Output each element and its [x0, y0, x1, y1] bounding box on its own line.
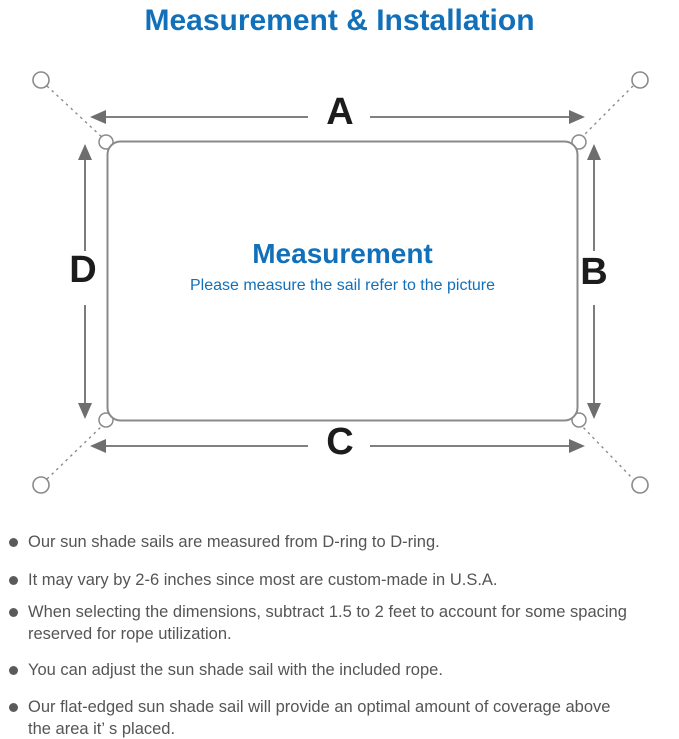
dimension-label-b: B [580, 251, 608, 293]
corner-d-ring-icon-bottom-left [98, 412, 114, 428]
dimension-label-c: C [326, 421, 354, 463]
note-line: It may vary by 2-6 inches since most are… [28, 571, 498, 589]
tether-line-top-right [578, 85, 634, 141]
arrow-head-down-icon [78, 403, 92, 419]
list-item: Our flat-edged sun shade sail will provi… [0, 696, 679, 739]
arrow-head-up-icon [587, 144, 601, 160]
corner-d-ring-icon-top-right [571, 134, 587, 150]
dimension-label-d: D [69, 249, 97, 291]
page-title: Measurement & Installation [144, 4, 535, 37]
dimension-arrow-b [587, 144, 601, 419]
note-line: When selecting the dimensions, subtract … [28, 603, 627, 621]
note-line: the area it’ s placed. [28, 720, 176, 738]
tether-lines [46, 85, 634, 480]
arrow-head-down-icon [587, 403, 601, 419]
note-line: Our flat-edged sun shade sail will provi… [28, 698, 611, 716]
arrow-head-up-icon [78, 144, 92, 160]
bullet-icon [9, 608, 18, 617]
arrow-head-left-icon [90, 110, 106, 124]
list-item: Our sun shade sails are measured from D-… [0, 531, 679, 553]
bullet-icon [9, 703, 18, 712]
dimension-label-a: A [326, 91, 354, 133]
corner-d-ring-icon-bottom-right [571, 412, 587, 428]
dimension-arrow-a [90, 110, 585, 124]
list-item: You can adjust the sun shade sail with t… [0, 659, 679, 681]
anchor-ring-icon-bottom-right [631, 476, 649, 494]
note-line: Our sun shade sails are measured from D-… [28, 533, 440, 551]
note-text: Our sun shade sails are measured from D-… [28, 531, 440, 553]
anchor-ring-icon-top-right [631, 71, 649, 89]
tether-line-bottom-right [578, 422, 634, 480]
list-item: When selecting the dimensions, subtract … [0, 601, 679, 645]
note-line: reserved for rope utilization. [28, 625, 232, 643]
list-item: It may vary by 2-6 inches since most are… [0, 569, 679, 591]
tether-line-bottom-left [46, 422, 106, 480]
sail-outline [106, 140, 579, 422]
note-text: Our flat-edged sun shade sail will provi… [28, 696, 610, 739]
anchor-rings [32, 71, 649, 494]
dimension-arrow-d [78, 144, 92, 419]
bullet-icon [9, 538, 18, 547]
bullet-icon [9, 666, 18, 675]
note-line: You can adjust the sun shade sail with t… [28, 661, 443, 679]
arrow-head-right-icon [569, 439, 585, 453]
bullet-icon [9, 576, 18, 585]
measurement-heading: Measurement [252, 238, 433, 269]
note-text: When selecting the dimensions, subtract … [28, 601, 627, 645]
measurement-subheading: Please measure the sail refer to the pic… [189, 277, 496, 294]
note-text: You can adjust the sun shade sail with t… [28, 659, 443, 681]
arrow-head-left-icon [90, 439, 106, 453]
corner-d-rings [98, 134, 587, 428]
tether-line-top-left [46, 85, 106, 141]
anchor-ring-icon-top-left [32, 71, 50, 89]
anchor-ring-icon-bottom-left [32, 476, 50, 494]
note-text: It may vary by 2-6 inches since most are… [28, 569, 498, 591]
sail-measurement-diagram [32, 71, 649, 494]
dimension-arrow-c [90, 439, 585, 453]
notes-list: Our sun shade sails are measured from D-… [0, 531, 679, 739]
arrow-head-right-icon [569, 110, 585, 124]
corner-d-ring-icon-top-left [98, 134, 114, 150]
